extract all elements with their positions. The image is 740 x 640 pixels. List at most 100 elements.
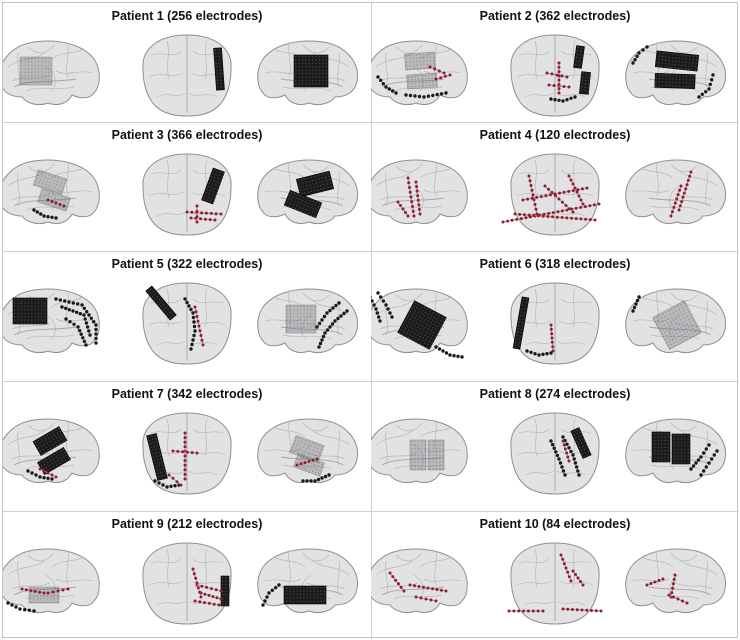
patient-panel: Patient 3 (366 electrodes) bbox=[3, 122, 371, 249]
electrode-strip bbox=[54, 297, 98, 345]
brain-view-posterior bbox=[142, 34, 232, 117]
electrode-grid bbox=[293, 54, 329, 88]
gyrus-line bbox=[518, 558, 550, 564]
brain-outline bbox=[257, 288, 359, 354]
electrode-grid bbox=[295, 170, 335, 198]
brain-view-right-lateral bbox=[625, 288, 727, 354]
gyrus-line bbox=[148, 580, 184, 586]
gyrus-line bbox=[150, 50, 182, 56]
gyrus-line bbox=[560, 50, 592, 56]
electrode-grid-hidden bbox=[285, 304, 317, 334]
electrode-grid-hidden bbox=[19, 56, 53, 86]
gyrus-line bbox=[640, 296, 674, 308]
gyrus-line bbox=[518, 428, 550, 434]
electrode-strip bbox=[434, 345, 464, 359]
sylvian-fissure bbox=[381, 586, 445, 596]
panel-title: Patient 6 (318 electrodes) bbox=[479, 257, 631, 271]
gyrus-line bbox=[204, 418, 208, 458]
gyrus-line bbox=[680, 300, 718, 316]
brain-view-left-lateral bbox=[3, 40, 100, 106]
depth-electrode-shaft bbox=[678, 171, 692, 211]
gyrus-line bbox=[640, 167, 674, 179]
gyrus-line bbox=[166, 418, 170, 458]
gyrus-line bbox=[45, 574, 56, 600]
sylvian-fissure bbox=[648, 586, 712, 596]
depth-electrode bbox=[561, 607, 603, 613]
gyrus-line bbox=[680, 430, 718, 446]
gyrus-line bbox=[434, 550, 437, 586]
brain-views bbox=[371, 153, 727, 236]
electrode-strip bbox=[525, 349, 553, 357]
gyrus-line bbox=[640, 426, 674, 438]
depth-electrode bbox=[414, 595, 438, 603]
gyrus-line bbox=[524, 600, 554, 606]
depth-electrode bbox=[191, 567, 203, 599]
patient-panel: Patient 1 (256 electrodes) bbox=[3, 3, 371, 130]
brain-view-posterior bbox=[510, 412, 600, 495]
gyrus-line bbox=[556, 470, 586, 476]
gyrus-line bbox=[11, 452, 51, 460]
electrode-grid-hidden bbox=[409, 439, 427, 471]
depth-electrode bbox=[667, 593, 689, 605]
depth-electrode bbox=[567, 174, 585, 206]
depth-electrode bbox=[428, 65, 446, 75]
electrode-grid bbox=[579, 71, 591, 95]
electrode-strip bbox=[376, 291, 394, 319]
brain-views bbox=[371, 34, 727, 117]
depth-electrode bbox=[571, 569, 585, 587]
depth-electrode bbox=[183, 431, 187, 481]
gyrus-line bbox=[393, 464, 443, 470]
gyrus-line bbox=[395, 422, 423, 432]
electrode-strip bbox=[315, 301, 341, 329]
gyrus-line bbox=[395, 163, 423, 173]
gyrus-line bbox=[301, 444, 312, 470]
electrode-strip bbox=[64, 317, 88, 347]
sylvian-fissure bbox=[13, 586, 77, 596]
brain-view-left-lateral bbox=[371, 40, 468, 106]
depth-electrode bbox=[46, 198, 66, 208]
electrode-grid bbox=[654, 50, 700, 72]
gyrus-line bbox=[650, 594, 700, 600]
gyrus-line bbox=[166, 159, 170, 199]
gyrus-line bbox=[166, 548, 170, 588]
gyrus-line bbox=[395, 44, 423, 54]
gyrus-line bbox=[306, 452, 346, 460]
gyrus-line bbox=[272, 167, 306, 179]
gyrus-line bbox=[395, 292, 423, 302]
electrode-strip bbox=[26, 469, 54, 481]
electrode-grid bbox=[32, 426, 68, 456]
gyrus-line bbox=[572, 288, 576, 328]
gyrus-line bbox=[45, 66, 56, 92]
gyrus-line bbox=[379, 74, 419, 82]
electrode-strip bbox=[697, 73, 715, 99]
gyrus-line bbox=[670, 292, 698, 302]
gyrus-line bbox=[656, 290, 659, 326]
electrode-grid bbox=[283, 189, 323, 219]
panel-title: Patient 10 (84 electrodes) bbox=[479, 517, 631, 531]
gyrus-line bbox=[434, 420, 437, 456]
gyrus-line bbox=[375, 171, 413, 187]
gyrus-line bbox=[423, 578, 461, 582]
gyrus-line bbox=[166, 40, 170, 80]
depth-electrode bbox=[414, 180, 422, 216]
gyrus-line bbox=[516, 580, 552, 586]
gyrus-line bbox=[55, 578, 93, 582]
gyrus-line bbox=[51, 48, 85, 60]
gyrus-line bbox=[375, 560, 413, 576]
depth-electrode bbox=[434, 73, 452, 81]
gyrus-line bbox=[375, 430, 413, 446]
gyrus-line bbox=[656, 550, 659, 586]
gyrus-line bbox=[680, 560, 718, 576]
gyrus-line bbox=[45, 185, 56, 211]
gyrus-line bbox=[302, 292, 330, 302]
gyrus-line bbox=[282, 334, 332, 340]
electrode-strip bbox=[631, 45, 649, 65]
depth-electrode bbox=[559, 553, 573, 583]
depth-electrode-shaft bbox=[502, 203, 600, 223]
electrode-grid-hidden bbox=[406, 72, 438, 90]
gyrus-line bbox=[288, 42, 291, 78]
gyrus-line bbox=[670, 44, 698, 54]
electrode-strip bbox=[371, 295, 382, 323]
gyrus-line bbox=[306, 582, 346, 590]
